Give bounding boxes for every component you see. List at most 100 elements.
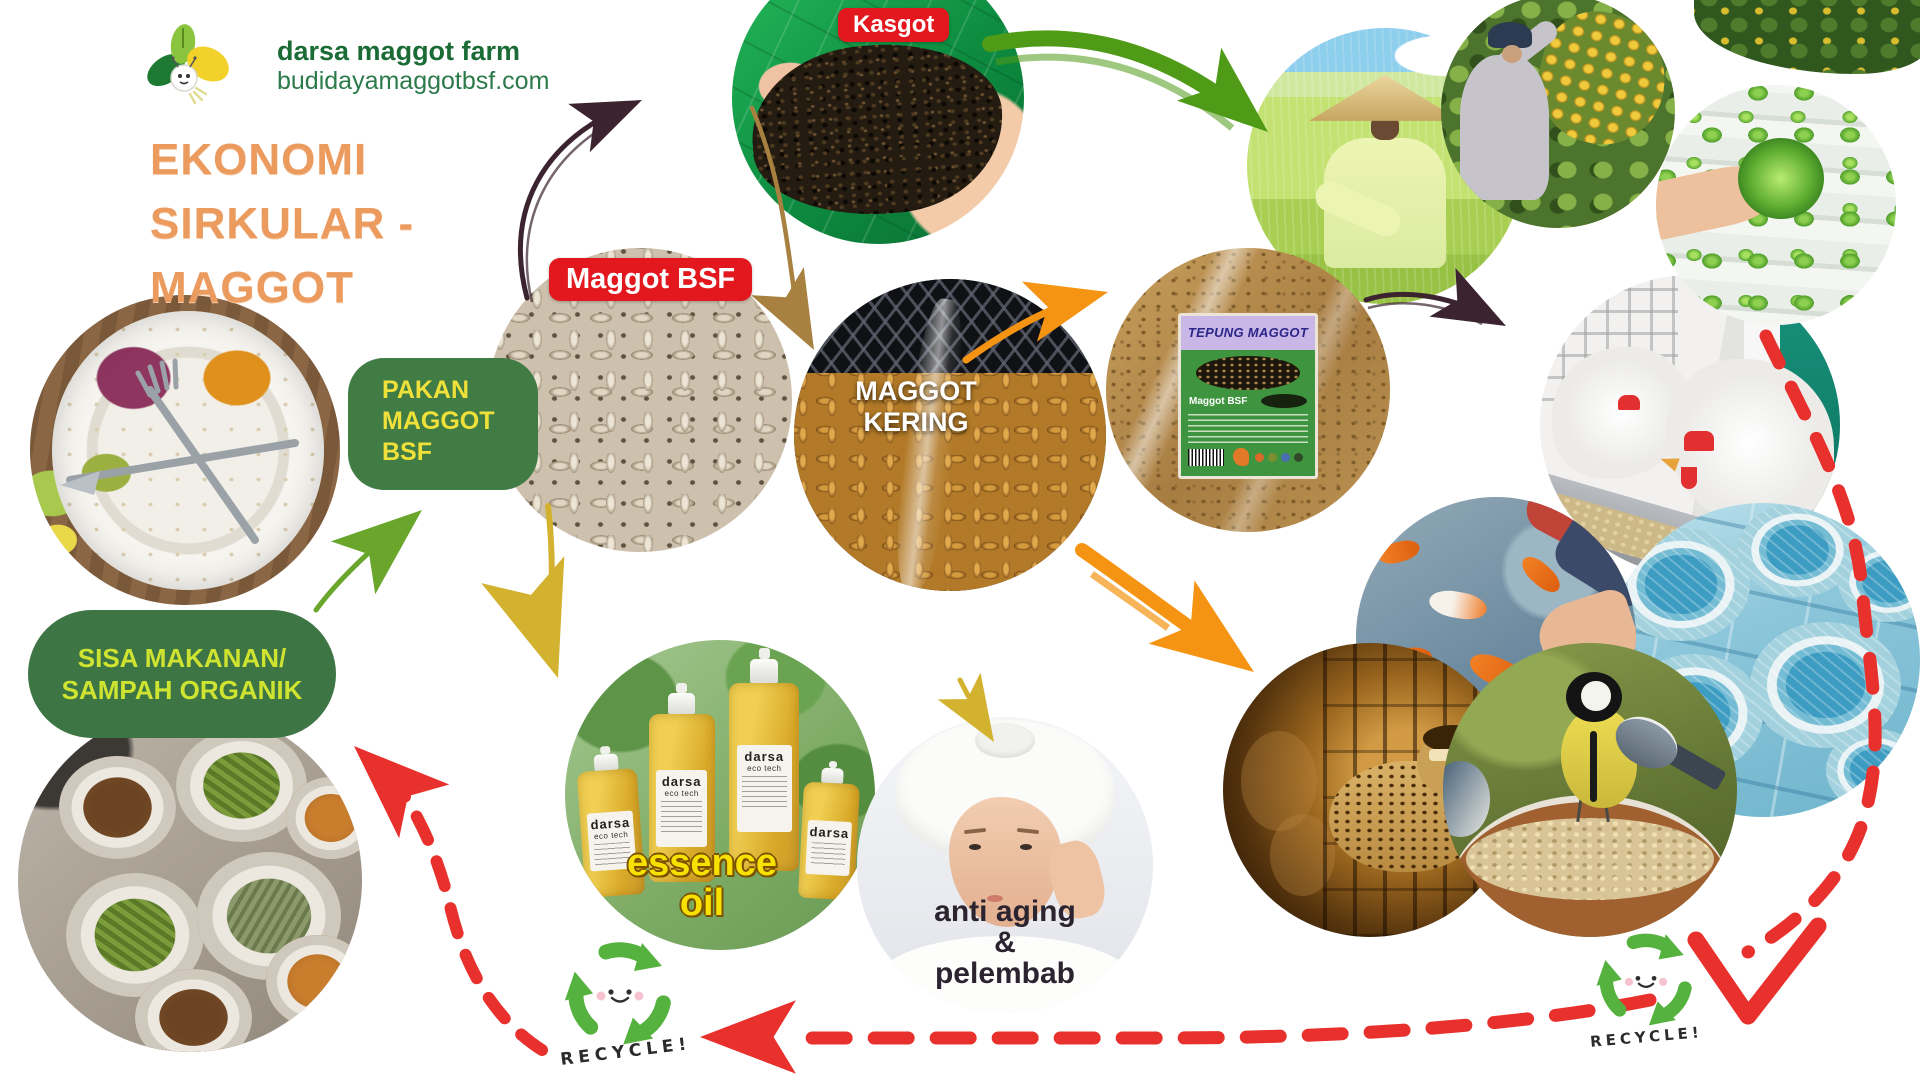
arrow-tepung-to-quail xyxy=(1075,543,1277,704)
photo-fruit-harvest xyxy=(1441,0,1675,228)
photo-tepung-maggot-product: TEPUNG MAGGOT Maggot BSF xyxy=(1106,248,1390,532)
anti-aging-caption: anti aging & pelembab xyxy=(900,896,1110,989)
lips xyxy=(987,894,1004,902)
picker-cap xyxy=(1487,22,1532,49)
product-label: TEPUNG MAGGOT Maggot BSF xyxy=(1178,312,1318,479)
bird-cheek xyxy=(1581,681,1611,711)
bottle-brand: darsa xyxy=(808,823,850,841)
photo-hydroponic-lettuce xyxy=(1656,85,1896,325)
bottle-cap xyxy=(750,647,779,684)
caption-line: essence xyxy=(626,842,777,884)
pakan-line: MAGGOT xyxy=(382,407,495,435)
smiley-face-icon xyxy=(596,989,644,1003)
pakan-maggot-bsf-box: PAKAN MAGGOT BSF xyxy=(348,358,538,490)
bottle-cap xyxy=(592,753,619,772)
cutlery-icon xyxy=(60,358,299,544)
brand-name: darsa maggot farm xyxy=(277,36,521,66)
product-nutrition-lines xyxy=(1188,413,1308,444)
woman-face xyxy=(948,796,1062,928)
page-title: EKONOMI SIRKULAR - MAGGOT xyxy=(150,128,414,320)
waste-bucket xyxy=(265,935,362,1028)
pakan-line: PAKAN xyxy=(382,376,470,404)
product-animal-icon xyxy=(1268,452,1277,462)
bottle-label: darsa xyxy=(805,819,852,876)
oil-bottle: darsa eco tech xyxy=(648,682,715,883)
koi-fish xyxy=(1426,587,1489,624)
product-barcode xyxy=(1188,448,1224,466)
product-animal-icon xyxy=(1281,452,1290,462)
bottle-label: darsa eco tech xyxy=(736,745,792,832)
product-badge xyxy=(1261,393,1307,408)
kasgot-tag: Kasgot xyxy=(838,8,950,42)
title-line: EKONOMI xyxy=(150,135,368,184)
photo-food-waste-plate xyxy=(30,295,340,605)
waste-bucket xyxy=(286,776,362,860)
dashed-red-path-bottom xyxy=(700,993,1657,1074)
caption-line: oil xyxy=(679,882,725,924)
bottle-label-lines xyxy=(660,800,703,832)
smiley-face-icon xyxy=(1624,975,1668,988)
product-subtitle: Maggot BSF xyxy=(1189,395,1248,407)
conical-hat xyxy=(1309,74,1461,121)
sisa-makanan-box: SISA MAKANAN/ SAMPAH ORGANIK xyxy=(28,610,336,738)
picker-body xyxy=(1459,54,1549,200)
maggot-kering-caption: MAGGOT KERING xyxy=(836,376,996,438)
pakan-line: BSF xyxy=(382,438,432,466)
caption-line: MAGGOT xyxy=(855,376,977,406)
hen-wattle xyxy=(1681,467,1697,489)
corner-foliage-photo xyxy=(1694,0,1920,74)
product-photo-oval xyxy=(1196,355,1300,390)
eye xyxy=(1019,844,1032,851)
hen-comb xyxy=(1618,395,1640,410)
recycle-arrows-icon xyxy=(1596,933,1692,1026)
bottle-cap xyxy=(668,682,695,715)
bottle-label-lines xyxy=(741,776,787,811)
bird-breast-stripe xyxy=(1590,731,1597,802)
bottle-brand: darsa xyxy=(661,773,702,789)
essence-oil-caption: essence oil xyxy=(612,843,792,923)
red-check-arrow xyxy=(1687,917,1827,1025)
product-animal-icon xyxy=(1255,452,1264,462)
maggot-fly-leaves-icon xyxy=(147,24,229,105)
towel-knot xyxy=(975,722,1035,759)
picker-face xyxy=(1501,45,1522,64)
hen-comb xyxy=(1684,431,1714,451)
maggot-bsf-tag: Maggot BSF xyxy=(549,258,753,301)
recycle-icon-right xyxy=(1596,933,1692,1026)
waste-bucket xyxy=(134,969,252,1052)
jar-dried-maggots xyxy=(794,372,1106,591)
caption-line: KERING xyxy=(863,407,969,437)
eye xyxy=(969,844,982,851)
bottle-line: eco tech xyxy=(747,764,782,774)
sisa-line: SISA MAKANAN/ xyxy=(77,643,287,673)
quail-background xyxy=(1240,731,1318,832)
arrow-kasgot-to-farmer xyxy=(982,30,1291,159)
brand-website: budidayamaggotbsf.com xyxy=(277,67,550,95)
fish-tank xyxy=(1838,540,1920,623)
bird-seeds xyxy=(1465,817,1715,901)
oil-bottle: darsa eco tech xyxy=(729,647,800,872)
photo-skincare-woman xyxy=(857,717,1153,1013)
oil-bottle: darsa xyxy=(797,767,860,900)
photo-wild-bird-seed-bowl xyxy=(1443,643,1737,937)
product-title: TEPUNG MAGGOT xyxy=(1187,325,1309,341)
product-label-header: TEPUNG MAGGOT xyxy=(1181,315,1315,350)
title-line: MAGGOT xyxy=(150,263,354,312)
bottle-label: darsa eco tech xyxy=(655,769,708,848)
second-bird xyxy=(1443,760,1491,838)
bottle-label-lines xyxy=(810,841,846,866)
waste-bucket xyxy=(176,728,307,843)
koi-fish xyxy=(1376,536,1423,567)
bottle-line: eco tech xyxy=(664,788,699,798)
compost-heap xyxy=(746,36,1010,224)
bottle-brand: darsa xyxy=(744,749,785,765)
caption-line: anti aging xyxy=(934,895,1076,928)
photo-organic-waste-buckets xyxy=(18,708,362,1052)
product-animal-icon xyxy=(1233,447,1249,466)
fish-tank xyxy=(1825,729,1920,811)
seed-bowl xyxy=(1448,794,1732,937)
sisa-line: SAMPAH ORGANIK xyxy=(61,675,303,705)
brand-logo-icon xyxy=(147,24,229,105)
lettuce-head xyxy=(1737,137,1824,220)
